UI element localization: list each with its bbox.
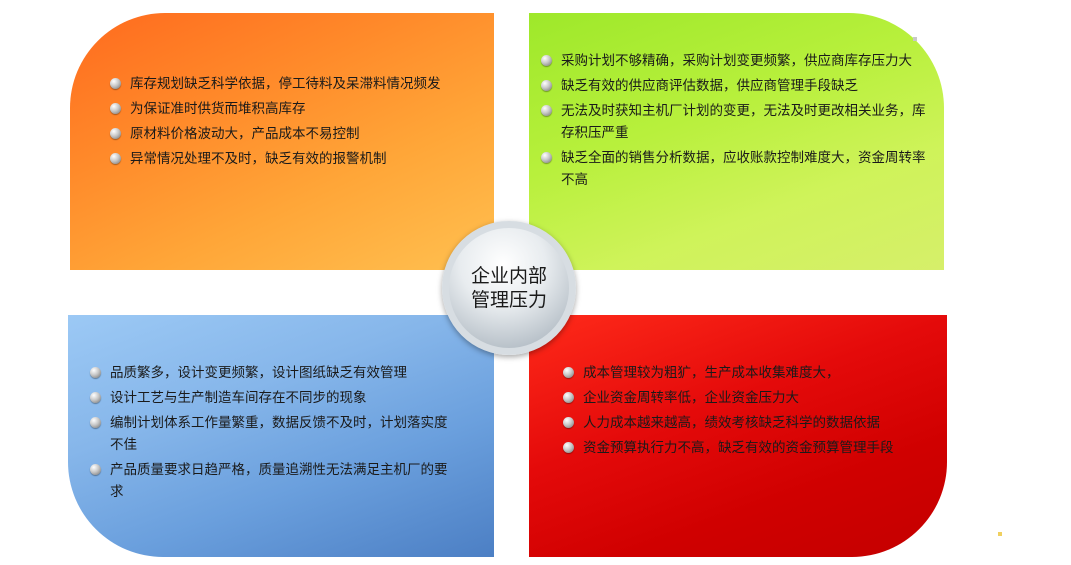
bullet-icon [110,103,121,114]
bullet-icon [563,417,574,428]
decorative-dot [913,37,917,41]
list-item: 设计工艺与生产制造车间存在不同步的现象 [88,387,448,409]
list-item: 为保证准时供货而堆积高库存 [108,98,464,120]
bullet-icon [90,464,101,475]
bullet-icon [541,55,552,66]
bullet-icon [563,367,574,378]
bullet-icon [541,80,552,91]
list-item: 产品质量要求日趋严格，质量追溯性无法满足主机厂的要求 [88,459,448,503]
list-item: 缺乏全面的销售分析数据，应收账款控制难度大，资金周转率不高 [539,147,937,191]
bullet-icon [90,417,101,428]
quadrant-inventory: 库存规划缺乏科学依据，停工待料及呆滞料情况频发 为保证准时供货而堆积高库存 原材… [70,13,494,270]
list-item: 品质繁多，设计变更频繁，设计图纸缺乏有效管理 [88,362,448,384]
list-item: 资金预算执行力不高，缺乏有效的资金预算管理手段 [561,437,906,459]
bullet-icon [563,392,574,403]
center-title-line2: 管理压力 [470,289,547,311]
list-item: 人力成本越来越高，绩效考核缺乏科学的数据依据 [561,412,906,434]
list-item: 成本管理较为粗犷，生产成本收集难度大， [561,362,906,384]
bullet-icon [563,442,574,453]
bullet-icon [90,367,101,378]
center-title-line1: 企业内部 [470,265,547,287]
bullet-icon [90,392,101,403]
bullet-icon [110,128,121,139]
quadrant-design-quality: 品质繁多，设计变更频繁，设计图纸缺乏有效管理 设计工艺与生产制造车间存在不同步的… [68,315,494,557]
center-title: 企业内部 管理压力 [464,264,554,312]
list-item: 企业资金周转率低，企业资金压力大 [561,387,906,409]
list-item: 采购计划不够精确，采购计划变更频繁，供应商库存压力大 [539,50,937,72]
center-circle: 企业内部 管理压力 [442,221,576,355]
inventory-issue-list: 库存规划缺乏科学依据，停工待料及呆滞料情况频发 为保证准时供货而堆积高库存 原材… [108,73,464,173]
procurement-issue-list: 采购计划不够精确，采购计划变更频繁，供应商库存压力大 缺乏有效的供应商评估数据，… [539,50,937,194]
quadrant-procurement: 采购计划不够精确，采购计划变更频繁，供应商库存压力大 缺乏有效的供应商评估数据，… [529,13,944,270]
list-item: 无法及时获知主机厂计划的变更，无法及时更改相关业务，库存积压严重 [539,100,937,144]
list-item: 异常情况处理不及时，缺乏有效的报警机制 [108,148,464,170]
quadrant-cost-finance: 成本管理较为粗犷，生产成本收集难度大， 企业资金周转率低，企业资金压力大 人力成… [529,315,947,557]
bullet-icon [110,153,121,164]
list-item: 缺乏有效的供应商评估数据，供应商管理手段缺乏 [539,75,937,97]
cost-finance-issue-list: 成本管理较为粗犷，生产成本收集难度大， 企业资金周转率低，企业资金压力大 人力成… [561,362,906,462]
decorative-dot [998,532,1002,536]
design-quality-issue-list: 品质繁多，设计变更频繁，设计图纸缺乏有效管理 设计工艺与生产制造车间存在不同步的… [88,362,448,506]
bullet-icon [541,105,552,116]
list-item: 原材料价格波动大，产品成本不易控制 [108,123,464,145]
bullet-icon [110,78,121,89]
bullet-icon [541,152,552,163]
list-item: 库存规划缺乏科学依据，停工待料及呆滞料情况频发 [108,73,464,95]
list-item: 编制计划体系工作量繁重，数据反馈不及时，计划落实度不佳 [88,412,448,456]
